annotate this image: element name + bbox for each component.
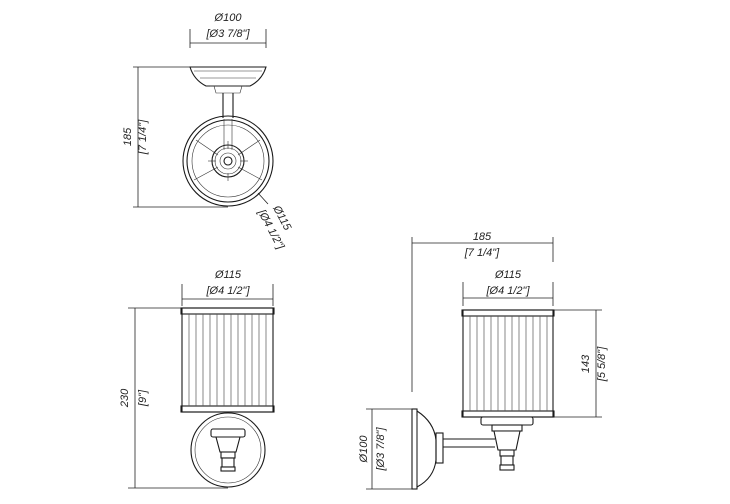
front-shade <box>180 307 275 413</box>
front-holder <box>210 428 246 472</box>
side-shade-diameter-inch: [Ø4 1/2"] <box>485 285 530 297</box>
side-view: 185 [7 1/4"] Ø115 [Ø4 1/2"] <box>358 231 608 490</box>
top-height-inch: [7 1/4"] <box>137 119 149 155</box>
side-arm <box>443 438 495 448</box>
top-height-mm: 185 <box>122 127 134 146</box>
side-base-diameter-dimension: Ø100 [Ø3 7/8"] <box>358 408 412 490</box>
top-centerlines <box>208 141 248 181</box>
side-base-diameter-mm: Ø100 <box>358 435 370 464</box>
side-wall-plate <box>411 408 444 490</box>
side-projection-mm: 185 <box>473 231 492 243</box>
top-view: Ø100 [Ø3 7/8"] <box>122 12 294 252</box>
front-shade-diameter-inch: [Ø4 1/2"] <box>205 285 250 297</box>
side-shade-ribs <box>469 316 548 411</box>
front-shade-diameter-mm: Ø115 <box>214 269 242 281</box>
side-shade-height-dimension: 143 [5 5/8"] <box>554 309 608 418</box>
top-shade <box>182 115 274 207</box>
front-height-inch: [9"] <box>137 389 149 407</box>
side-shade-height-inch: [5 5/8"] <box>596 346 608 382</box>
top-base-diameter-inch: [Ø3 7/8"] <box>205 28 250 40</box>
side-base-diameter-inch: [Ø3 7/8"] <box>375 427 387 472</box>
side-projection-inch: [7 1/4"] <box>464 247 500 259</box>
side-shade-diameter-mm: Ø115 <box>494 269 522 281</box>
side-shade-diameter-dimension: Ø115 [Ø4 1/2"] <box>462 269 554 306</box>
front-height-dimension: 230 [9"] <box>119 307 228 489</box>
side-projection-dimension: 185 [7 1/4"] <box>411 231 554 392</box>
front-view: Ø115 [Ø4 1/2"] <box>119 269 275 489</box>
top-base-diameter-dimension: Ø100 [Ø3 7/8"] <box>189 12 267 48</box>
top-wall-plate <box>189 66 267 94</box>
front-shade-diameter-dimension: Ø115 [Ø4 1/2"] <box>181 269 274 306</box>
top-shade-diameter-dimension: Ø115 [Ø4 1/2"] <box>255 192 294 252</box>
top-arm <box>222 93 234 118</box>
front-height-mm: 230 <box>119 388 131 408</box>
side-shade <box>461 309 555 418</box>
top-height-dimension: 185 [7 1/4"] <box>122 66 228 208</box>
top-base-diameter-mm: Ø100 <box>214 12 243 24</box>
side-holder <box>480 416 534 471</box>
front-shade-ribs <box>188 314 267 406</box>
side-shade-height-mm: 143 <box>580 354 592 373</box>
front-backplate <box>190 412 266 488</box>
